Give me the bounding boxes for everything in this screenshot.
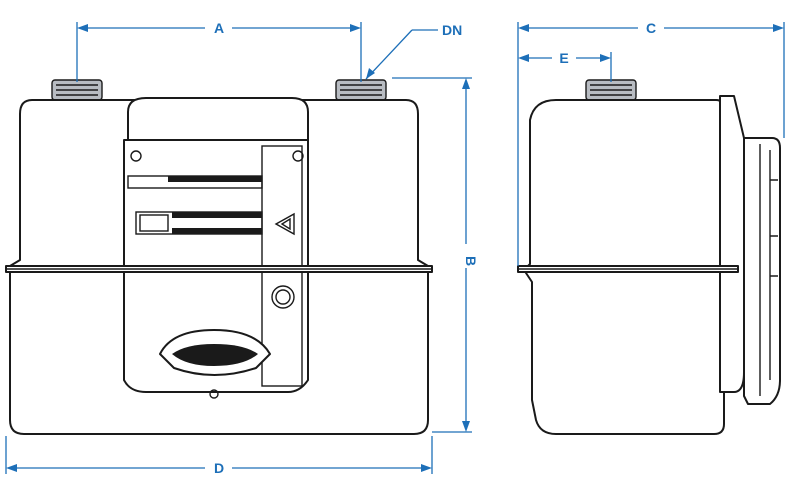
dimension-d: D bbox=[5, 436, 433, 476]
round-button bbox=[271, 285, 295, 309]
dimension-dn: DN bbox=[365, 22, 462, 80]
dimension-e: E bbox=[518, 50, 612, 82]
label-b: B bbox=[463, 256, 479, 266]
label-dn: DN bbox=[442, 22, 462, 38]
triangle-indicator bbox=[274, 212, 295, 236]
label-c: C bbox=[646, 20, 656, 36]
label-d: D bbox=[214, 460, 224, 476]
label-e: E bbox=[559, 50, 568, 66]
seal-hole bbox=[209, 389, 219, 399]
screw-right bbox=[292, 150, 304, 162]
front-view bbox=[5, 79, 433, 435]
inlet-connector-left bbox=[51, 79, 103, 101]
dimension-b: B bbox=[392, 77, 479, 433]
front-cover-side bbox=[743, 137, 781, 405]
label-a: A bbox=[214, 20, 224, 36]
screw-left bbox=[130, 150, 142, 162]
connector-side bbox=[585, 79, 637, 101]
register-housing-side bbox=[719, 95, 745, 393]
dimension-c: C bbox=[517, 20, 785, 266]
outlet-connector-right bbox=[335, 79, 387, 101]
side-view bbox=[517, 79, 781, 435]
dimension-a: A bbox=[76, 20, 362, 82]
top-cap bbox=[127, 97, 309, 141]
carry-handle bbox=[159, 329, 271, 376]
